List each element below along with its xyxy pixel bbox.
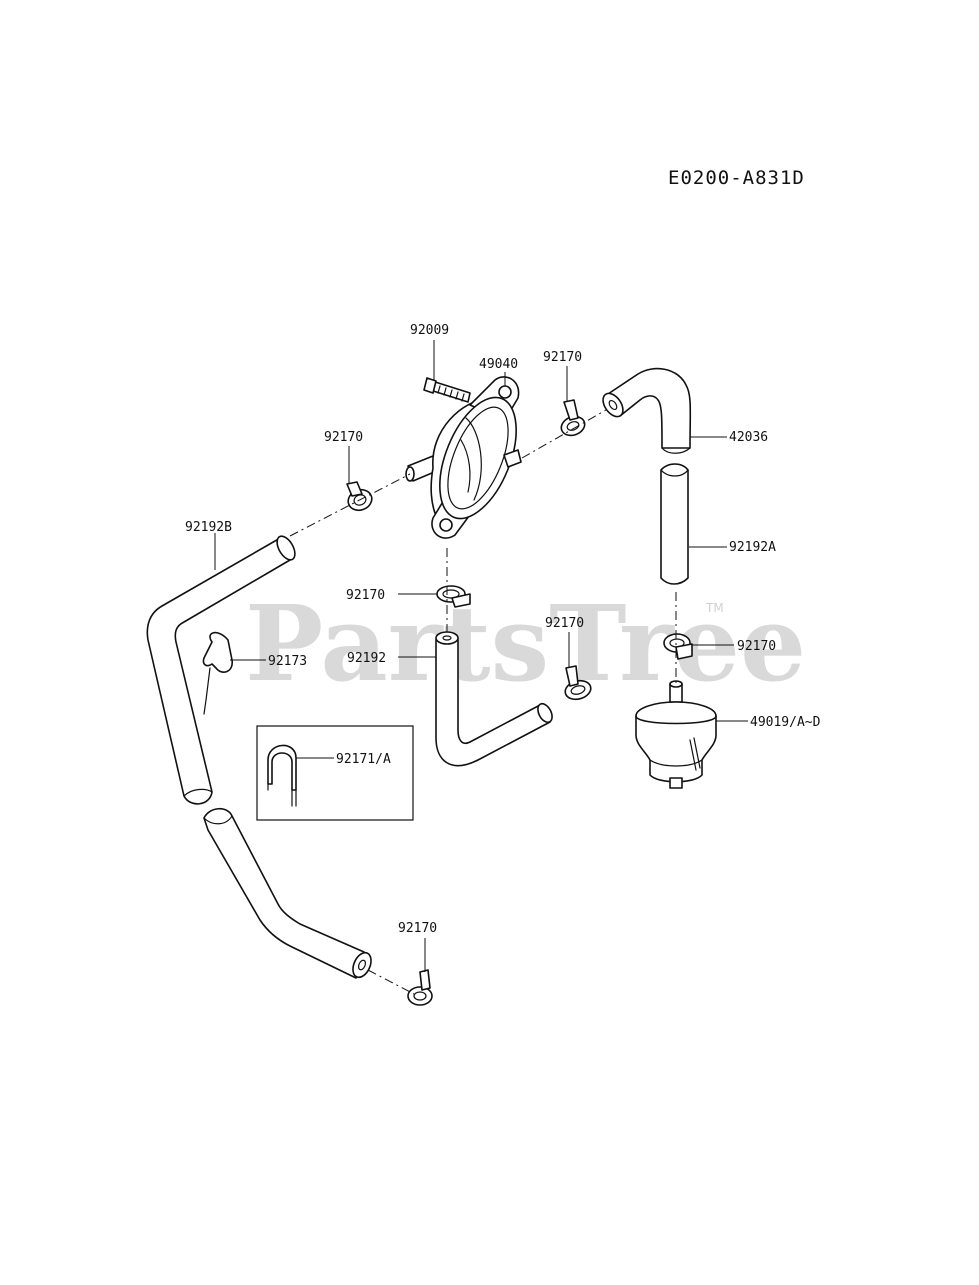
callout-92192b: 92192B [185, 520, 232, 535]
callout-42036: 42036 [729, 430, 768, 445]
callout-92009: 92009 [410, 323, 449, 338]
diagram-code: E0200-A831D [668, 167, 805, 189]
hose-92192a[interactable] [660, 463, 689, 585]
watermark-trademark: TM [705, 601, 724, 615]
callout-92192a: 92192A [729, 540, 776, 555]
fuel-pump[interactable] [405, 376, 532, 539]
callout-92192: 92192 [347, 651, 386, 666]
callout-92171: 92171/A [336, 752, 391, 767]
callout-49040: 49040 [479, 357, 518, 372]
hose-42036[interactable] [599, 367, 692, 454]
hose-clamp-right[interactable] [663, 633, 693, 660]
hose-92192[interactable] [435, 631, 555, 767]
callout-92173: 92173 [268, 654, 307, 669]
hose-clamp-left[interactable] [345, 481, 374, 514]
callout-92170-mid: 92170 [346, 588, 385, 603]
inset-detail-box [256, 725, 414, 821]
callout-92170-right: 92170 [737, 639, 776, 654]
callout-92170-top: 92170 [543, 350, 582, 365]
callout-92170-center: 92170 [545, 616, 584, 631]
callout-49019: 49019/A~D [750, 715, 821, 730]
clip-92171[interactable] [267, 744, 297, 807]
assembly-lines [289, 409, 677, 995]
hose-92192b[interactable] [146, 533, 374, 980]
hose-clamp-bottom[interactable] [407, 969, 433, 1006]
hose-clamp-mid[interactable] [436, 585, 471, 608]
watermark-text: PartsTree [245, 582, 806, 705]
callout-92170-bottom: 92170 [398, 921, 437, 936]
clip-92173[interactable] [202, 631, 233, 715]
fuel-filter[interactable] [635, 680, 717, 789]
callout-labels: 92009 49040 92170 42036 92170 92192B 921… [185, 323, 821, 936]
leader-lines [214, 340, 748, 972]
callout-92170-left: 92170 [324, 430, 363, 445]
hose-clamp-center[interactable] [563, 665, 593, 702]
bolt[interactable] [423, 377, 471, 403]
hose-clamp-top[interactable] [559, 399, 588, 439]
